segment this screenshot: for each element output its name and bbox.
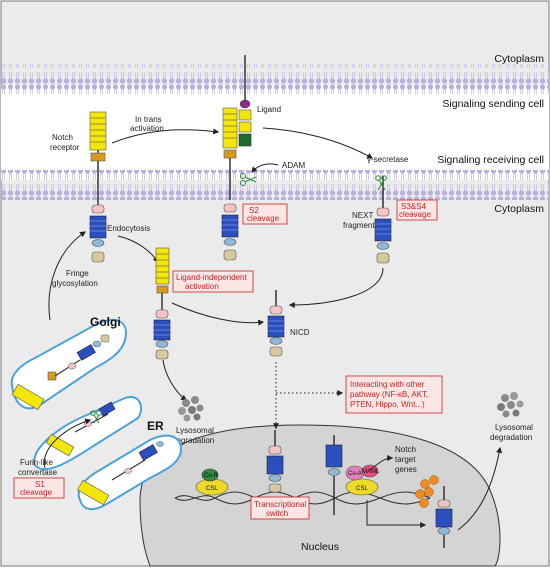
furin-scissors-icon [90,410,102,424]
lysosome-left-icon [178,396,204,422]
to-target-genes-arrow [369,455,394,471]
next-fragment [374,176,392,264]
ubiquitinated-nicd [415,475,453,548]
nucleus: Nucleus [139,424,501,567]
lysosome-right-icon [497,392,524,418]
nicd [267,290,285,357]
in-trans-arrow [111,128,220,144]
ligand-independent-text-2: activation [185,282,219,291]
sending-cell-membrane [1,64,549,94]
furin-arrow [43,418,92,469]
in-trans-label-2: activation [130,124,164,133]
interacting-pathways-box [345,375,443,414]
s1-cleavage-box [13,477,65,499]
interacting-text-3: PTEN, Hippo, Wnt...) [350,400,425,409]
nucleus-label: Nucleus [301,541,339,553]
corepressor-text: Co-R [204,473,219,479]
next-label-1: NEXT [352,211,373,220]
er [77,434,182,511]
region-sending-cell: Signaling sending cell [442,98,544,110]
adam-label: ADAM [282,161,305,170]
switch-text: switch [266,509,288,518]
golgi-label: Golgi [90,315,121,329]
to-gamma-secretase-arrow [262,127,374,159]
region-receiving-cell: Signaling receiving cell [437,154,544,166]
s2-cleavage-box [242,203,288,225]
lysosomal-left-label-1: Lysosomal [176,426,214,435]
s3s4-text-1: S3&S4 [401,202,426,211]
to-lysosome-left-arrow [162,359,187,401]
ligand-independent-text-1: Ligand-independent [176,273,248,282]
csl-text-1: CSL [206,486,218,492]
to-lysosome-right-arrow [457,446,503,531]
coactivator-text: Co-A [348,471,362,477]
s3s4-cleavage-box [396,199,438,221]
endocytosis-label: Endocytosis [107,224,150,233]
gamma-secretase-scissors-icon [375,175,387,191]
furin-label-1: Furin-like [20,458,53,467]
target-genes-label-2: target [395,455,416,464]
nuclear-nicd [266,430,284,493]
ligand-notch-complex [221,55,252,261]
s2-cleavage-text-1: S2 [249,206,259,215]
next-label-2: fragment [343,221,375,230]
s3s4-text-2: cleavage [399,210,432,219]
ligand-label: Ligand [257,105,281,114]
transcriptional-switch-box [250,496,310,520]
nicd-label: NICD [290,328,310,337]
endosome-to-nicd-arrow [171,302,265,326]
ligand-independent-box [172,270,254,293]
target-genes-label-3: genes [395,465,417,474]
endocytosed-notch [153,247,171,360]
target-genes-label-1: Notch [395,445,416,454]
receiving-cell-membrane [1,170,549,200]
interacting-text-2: pathway (NF-κB, AKT, [350,390,428,399]
notch-receptor-label-2: receptor [50,143,80,152]
to-ubiquitinated-nicd-arrow [366,500,427,528]
fringe-arrow [48,231,86,321]
region-cytoplasm-mid: Cytoplasm [494,203,544,215]
er-label: ER [147,419,164,433]
fringe-label-2: glycosylation [52,279,98,288]
s1-text-1: S1 [35,480,45,489]
adam-scissors-icon [240,173,257,186]
csl-text-2: CSL [356,486,368,492]
maml-text: MAML [362,469,380,475]
next-to-nicd-arrow [288,267,384,308]
lysosomal-left-label-2: degradation [172,436,214,445]
interacting-text-1: Interacting with other [350,380,425,389]
transcriptional-text: Transcriptional [254,500,306,509]
activator-complex: Co-A MAML CSL [325,435,380,515]
gamma-secretase-label: γ-secretase [367,155,409,164]
fringe-label-1: Fringe [66,269,89,278]
repressor-complex: Co-R CSL [195,468,229,496]
notch-receptor-membrane [89,111,107,263]
in-trans-label-1: In trans [135,115,162,124]
lysosomal-right-label-1: Lysosomal [495,423,533,432]
adam-arrow [251,163,279,173]
golgi [10,319,127,411]
notch-receptor-label-1: Notch [52,133,73,142]
s1-text-2: cleavage [20,488,53,497]
region-cytoplasm-top: Cytoplasm [494,53,544,65]
s2-cleavage-text-2: cleavage [247,214,280,223]
lysosomal-right-label-2: degradation [490,433,532,442]
furin-label-2: convertase [18,468,58,477]
